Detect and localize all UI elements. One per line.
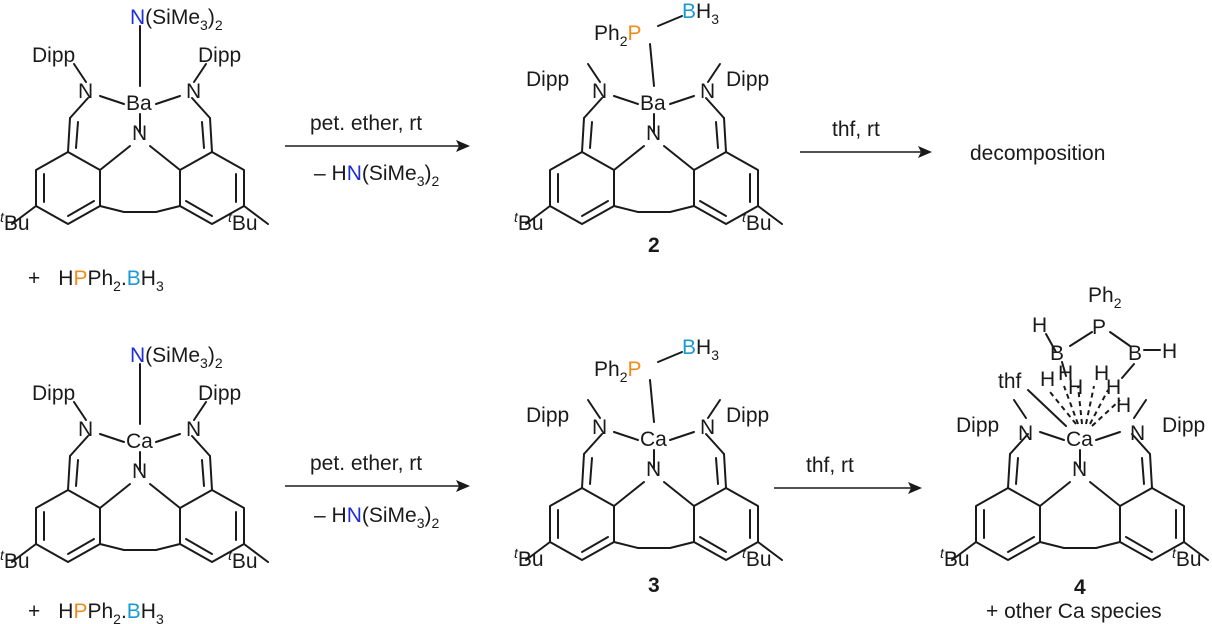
metal-label: Ba [640,92,666,115]
imine-n-left: N [592,416,607,439]
h-label: H [1162,340,1177,363]
imine-n-left: N [1018,422,1033,445]
arrowhead-step1-top [456,140,470,152]
borane-label: BH3 [682,0,719,27]
phosphorus: P [1092,316,1106,339]
conditions-step1-top: pet. ether, rt [310,112,422,135]
pyrrole-n: N [1072,458,1087,481]
compound-4: thf H H H H H B P Ph2 B H H H Dipp Dipp … [940,284,1209,599]
arrowhead-step1-bottom [456,480,470,492]
conditions-step2-top: thf, rt [832,118,880,141]
compound-3: Ph2P BH3 Dipp Dipp N N Ca N tBu tBu 3 [514,336,783,597]
imine-n-right: N [700,80,715,103]
decomposition-label: decomposition [970,142,1105,165]
ph2-label: Ph2 [1088,284,1122,311]
tbu-right: tBu [742,545,772,571]
imine-n-right: N [1130,422,1145,445]
imine-n-left: N [78,80,93,103]
dipp-right-label: Dipp [726,404,769,427]
amide-n-label: N(SiMe3)2 [130,344,223,371]
imine-n-right: N [186,80,201,103]
dipp-right-label: Dipp [198,44,241,67]
imine-n-right: N [186,418,201,441]
metal-label: Ca [640,428,667,451]
dipp-right-label: Dipp [198,382,241,405]
byproduct-step1-bottom: – HN(SiMe3)2 [314,504,440,531]
phosphine-label: Ph2P [594,358,642,385]
tbu-right: tBu [228,209,258,235]
arrowhead-step2-top [918,146,932,158]
phosphine-label: Ph2P [594,22,642,49]
metal-label: Ca [126,430,153,453]
dipp-left-label: Dipp [32,382,75,405]
thf-label: thf [998,370,1022,393]
h-label: H [1040,368,1055,391]
compound-2: Ph2P BH3 Dipp Dipp N N Ba N tBu tBu 2 [514,0,783,257]
tbu-left: tBu [940,545,970,571]
imine-n-left: N [592,80,607,103]
h-label: H [1106,376,1121,399]
dipp-left-label: Dipp [526,68,569,91]
dipp-left-label: Dipp [956,414,999,437]
conditions-step2-bottom: thf, rt [806,454,854,477]
tbu-left: tBu [514,209,544,235]
pyrrole-n: N [646,122,661,145]
metal-label: Ca [1066,428,1093,451]
boron-right: B [1128,342,1142,365]
tbu-left: tBu [0,547,30,573]
compound-number: 4 [1074,576,1086,599]
tbu-left: tBu [514,545,544,571]
borane-label: BH3 [682,336,719,363]
compound-number: 3 [648,574,660,597]
dipp-right-label: Dipp [726,68,769,91]
dipp-left-label: Dipp [32,44,75,67]
arrowhead-step2-bottom [908,482,922,494]
compound-number: 2 [648,234,660,257]
tbu-right: tBu [228,547,258,573]
metal-label: Ba [126,92,152,115]
h-label: H [1068,376,1083,399]
tbu-right: tBu [1172,545,1202,571]
imine-n-right: N [700,416,715,439]
other-species-label: + other Ca species [986,600,1162,623]
pyrrole-n: N [646,458,661,481]
ca-starting-material: N(SiMe3)2 Dipp Dipp N N Ca N tBu tBu [0,344,269,573]
h-label: H [1116,394,1131,417]
pyrrole-n: N [132,460,147,483]
ba-starting-material: N(SiMe3)2 Dipp Dipp N N Ba N tBu tBu [0,6,269,235]
pyrrole-n: N [132,122,147,145]
reagent-bottom: +HPPh2.BH3 [28,600,164,624]
dipp-right-label: Dipp [1162,414,1205,437]
dipp-left-label: Dipp [526,404,569,427]
imine-n-left: N [78,418,93,441]
amide-n-label: N(SiMe3)2 [130,6,223,33]
reagent-top: +HPPh2.BH3 [28,267,164,294]
tbu-left: tBu [0,209,30,235]
h-label: H [1032,314,1047,337]
boron-left: B [1050,342,1064,365]
tbu-right: tBu [742,209,772,235]
byproduct-step1-top: – HN(SiMe3)2 [314,162,440,189]
conditions-step1-bottom: pet. ether, rt [310,452,422,475]
h-label: H [1094,362,1109,385]
